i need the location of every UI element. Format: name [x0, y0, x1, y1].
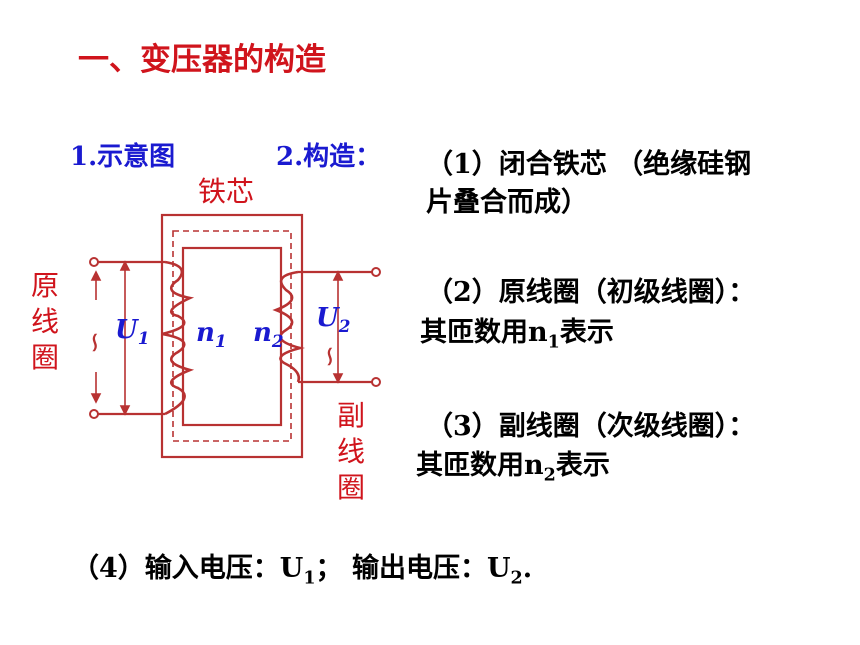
core-outer	[160, 213, 304, 459]
core-label: 铁芯	[198, 175, 255, 208]
item-3-line-1: （3）副线圈（次级线圈）：	[426, 411, 756, 442]
terminal	[371, 377, 381, 387]
item-1-line-2: 片叠合而成）	[426, 187, 588, 218]
secondary-coil-label: 副线圈	[336, 399, 365, 504]
schematic-label: 1.示意图	[70, 142, 176, 172]
primary-coil-label: 原线圈	[30, 269, 59, 374]
n1-label: n1	[196, 318, 227, 352]
item-2-line-2: 其匝数用n1表示	[420, 317, 614, 353]
u1-label: U1	[115, 315, 150, 349]
item-4: （4）输入电压：U1； 输出电压：U2.	[72, 553, 533, 589]
terminal	[89, 409, 99, 419]
n2-label: n2	[253, 318, 284, 352]
item-1-line-1: （1）闭合铁芯 （绝缘硅钢	[426, 149, 752, 180]
page-title: 一、变压器的构造	[78, 42, 326, 78]
ac-load-icon: ∽	[314, 344, 348, 369]
item-3-line-2: 其匝数用n2表示	[416, 450, 610, 486]
primary-coil	[161, 260, 195, 416]
core-dashed	[172, 230, 292, 442]
item-2-line-1: （2）原线圈（初级线圈）：	[426, 277, 756, 308]
structure-label: 2.构造：	[276, 142, 382, 172]
terminal	[371, 267, 381, 277]
u2-label: U2	[316, 303, 351, 337]
terminal	[89, 257, 99, 267]
secondary-coil	[272, 270, 306, 383]
ac-source-icon: ∽	[79, 330, 113, 355]
